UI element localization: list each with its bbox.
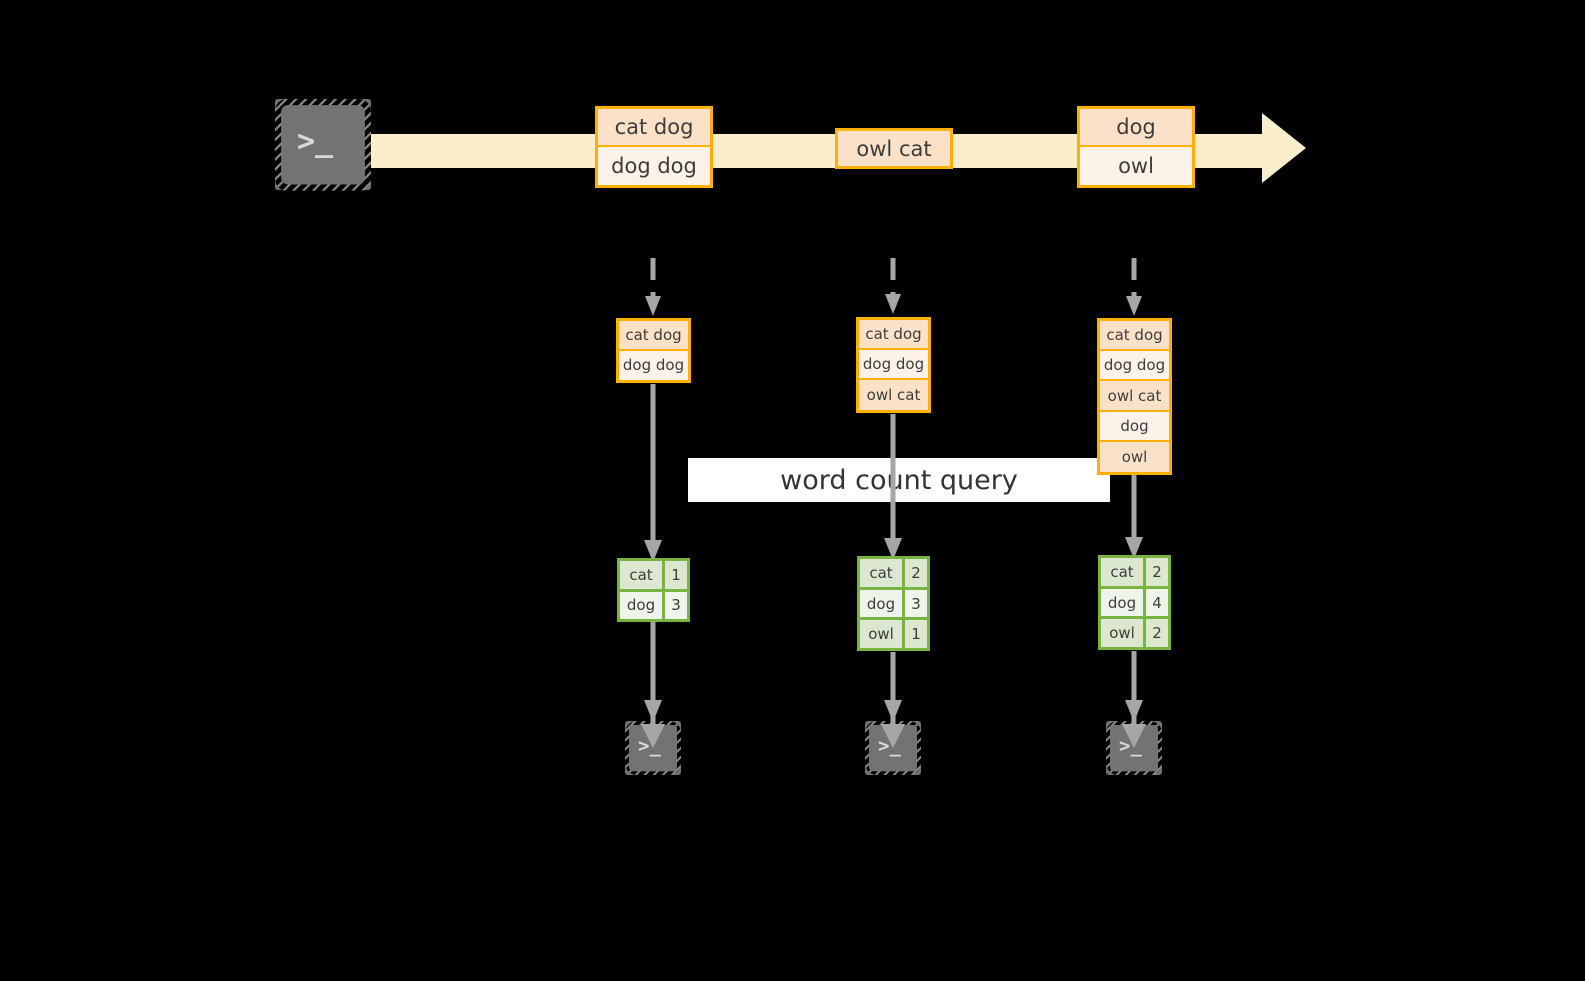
source-terminal[interactable]: >_ — [268, 92, 378, 197]
table-row: dog 3 — [620, 591, 687, 619]
result-count: 3 — [905, 589, 927, 618]
snapshot-line: owl cat — [859, 380, 928, 410]
result-count: 1 — [665, 561, 687, 589]
snapshot-2[interactable]: cat dog dog dog owl cat — [856, 317, 931, 413]
arrowhead-1 — [645, 296, 661, 316]
stream-line: dog dog — [598, 147, 710, 185]
result-word: cat — [860, 559, 905, 587]
snapshot-line: owl cat — [1100, 381, 1169, 412]
result-word: cat — [1101, 558, 1146, 586]
snapshot-line: dog dog — [619, 350, 688, 380]
terminal-hatch-border — [275, 99, 371, 191]
snapshot-3[interactable]: cat dog dog dog owl cat dog owl — [1097, 318, 1172, 475]
result-table-1[interactable]: cat 1 dog 3 — [617, 558, 690, 622]
stream-group-3[interactable]: dog owl — [1077, 106, 1195, 188]
result-count: 2 — [905, 559, 927, 587]
table-row: cat 2 — [860, 559, 927, 590]
terminal-prompt-glyph: >_ — [638, 735, 661, 757]
sink-terminal-2[interactable]: >_ — [858, 714, 928, 782]
stream-group-2[interactable]: owl cat — [835, 128, 953, 169]
snapshot-line: cat dog — [859, 320, 928, 351]
result-word: owl — [1101, 619, 1146, 648]
result-table-3[interactable]: cat 2 dog 4 owl 2 — [1098, 555, 1171, 650]
sink-terminal-1[interactable]: >_ — [618, 714, 688, 782]
stream-group-1[interactable]: cat dog dog dog — [595, 106, 713, 188]
result-word: dog — [860, 589, 905, 618]
snapshot-line: cat dog — [1100, 321, 1169, 352]
table-row: cat 1 — [620, 561, 687, 592]
result-count: 3 — [665, 591, 687, 619]
terminal-prompt-glyph: >_ — [297, 124, 334, 159]
result-word: dog — [620, 591, 665, 619]
result-word: cat — [620, 561, 665, 589]
result-word: dog — [1101, 588, 1146, 617]
table-row: cat 2 — [1101, 558, 1168, 589]
snapshot-line: dog — [1100, 411, 1169, 442]
stream-line: owl — [1080, 147, 1192, 185]
result-count: 2 — [1146, 619, 1168, 648]
snapshot-1[interactable]: cat dog dog dog — [616, 318, 691, 383]
terminal-prompt-glyph: >_ — [1119, 735, 1142, 757]
arrowhead-2 — [885, 294, 901, 314]
snapshot-line: cat dog — [619, 321, 688, 351]
snapshot-line: dog dog — [1100, 351, 1169, 382]
result-count: 2 — [1146, 558, 1168, 586]
table-row: owl 1 — [860, 620, 927, 649]
result-count: 4 — [1146, 588, 1168, 617]
stream-line: owl cat — [838, 131, 950, 166]
table-row: dog 4 — [1101, 588, 1168, 620]
arrowhead-3 — [1126, 296, 1142, 316]
snapshot-line: owl — [1100, 441, 1169, 472]
snapshot-line: dog dog — [859, 350, 928, 381]
query-banner: word count query — [688, 458, 1110, 502]
stream-line: cat dog — [598, 109, 710, 148]
query-banner-label: word count query — [780, 464, 1018, 496]
result-word: owl — [860, 620, 905, 649]
result-count: 1 — [905, 620, 927, 649]
result-table-2[interactable]: cat 2 dog 3 owl 1 — [857, 556, 930, 651]
table-row: dog 3 — [860, 589, 927, 621]
table-row: owl 2 — [1101, 619, 1168, 648]
terminal-prompt-glyph: >_ — [878, 735, 901, 757]
sink-terminal-3[interactable]: >_ — [1099, 714, 1169, 782]
stream-line: dog — [1080, 109, 1192, 148]
